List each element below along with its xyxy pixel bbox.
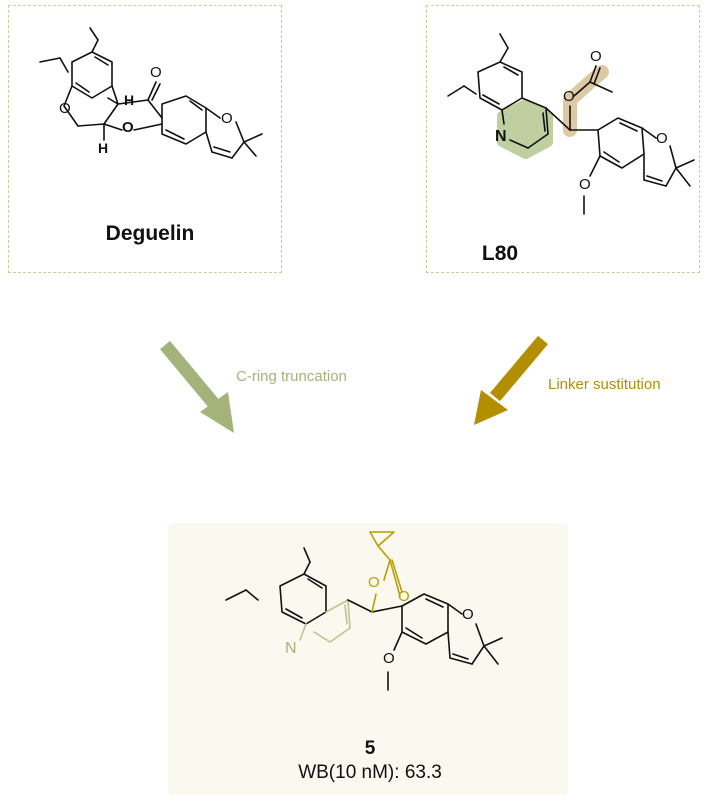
l80-atom-o-carbonyl: O	[590, 48, 602, 65]
compound5-wb-value: 63.3	[404, 762, 442, 783]
compound5-atom-o-carbonyl: O	[398, 588, 410, 605]
deguelin-atom-o-pyran: O	[221, 110, 233, 127]
compound5-wb: WB(10 nM): 63.3	[230, 762, 510, 784]
compound5-atom-n: N	[285, 640, 297, 657]
arrow-left	[160, 340, 234, 433]
compound5-atom-o-pyran: O	[462, 606, 474, 623]
l80-panel	[426, 5, 700, 273]
arrow-right-label: Linker sustitution	[548, 376, 661, 393]
arrow-right	[474, 335, 548, 425]
compound-5-panel	[168, 523, 568, 795]
compound5-name: 5	[364, 738, 376, 759]
arrow-left-label: C-ring truncation	[236, 368, 347, 385]
compound-5-structure	[225, 531, 503, 691]
deguelin-atom-o-carbonyl: O	[150, 64, 162, 81]
compound5-wb-label: WB(10 nM):	[298, 762, 400, 783]
deguelin-atom-o-c: O	[122, 119, 134, 136]
l80-atom-o-methoxy: O	[579, 176, 591, 193]
deguelin-atom-h-bottom: H	[98, 140, 109, 156]
l80-atom-o-ester: O	[563, 88, 575, 105]
compound5-atom-o-ester: O	[368, 574, 380, 591]
deguelin-name: Deguelin	[105, 222, 195, 245]
deguelin-panel	[8, 5, 282, 273]
deguelin-atom-h-top: H	[124, 92, 135, 108]
deguelin-structure	[39, 27, 263, 159]
l80-atom-o-pyran: O	[656, 130, 668, 147]
l80-structure	[447, 33, 695, 215]
l80-name: L80	[481, 242, 519, 265]
compound5-atom-o-methoxy: O	[383, 650, 395, 667]
l80-atom-n: N	[495, 128, 507, 145]
deguelin-atom-o-ring: O	[59, 100, 71, 117]
